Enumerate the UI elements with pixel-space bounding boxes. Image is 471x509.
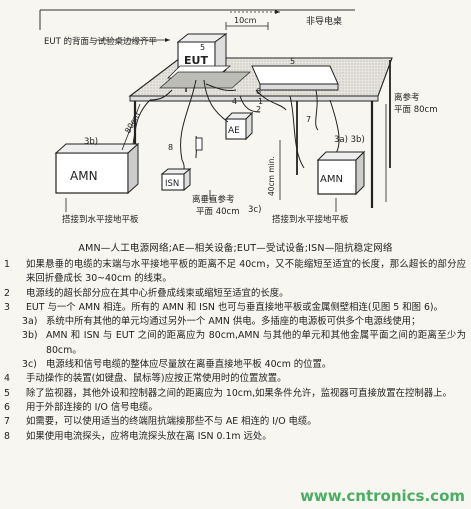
ground-bond-left-label: 搭接到水平接地平板: [62, 214, 139, 225]
callout-5a: 5: [200, 43, 205, 52]
callout-6: 6: [256, 87, 261, 96]
isn-box: [160, 167, 192, 192]
amn-right-box: [316, 150, 366, 196]
amn-left-label: AMN: [70, 169, 98, 183]
eut-rear-label: EUT 的背面与试验桌边缘齐平: [44, 36, 157, 47]
amn-right-label: AMN: [320, 174, 343, 185]
note-item: 4 手动操作的装置(如键盘、鼠标等)应按正常使用时的位置放置。: [4, 372, 466, 386]
arrow-heads: [165, 10, 280, 42]
note-number: 2: [4, 287, 10, 299]
note-text: 如果悬垂的电缆的末端与水平接地平板的距离不足 40cm，又不能缩短至适宜的长度，…: [26, 259, 466, 285]
note-text: 手动操作的装置(如键盘、鼠标等)应按正常使用时的位置放置。: [26, 373, 287, 385]
callout-4: 4: [232, 97, 237, 106]
note-number: 5: [4, 387, 10, 399]
note-text: EUT 与一个 AMN 相连。所有的 AMN 和 ISN 也可与垂直接地平板或金…: [26, 301, 443, 313]
note-item: 3 EUT 与一个 AMN 相连。所有的 AMN 和 ISN 也可与垂直接地平板或…: [4, 301, 466, 315]
callout-7: 7: [306, 115, 311, 124]
note-number: 7: [4, 416, 10, 428]
notes-list: 1 如果悬垂的电缆的末端与水平接地平板的距离不足 40cm，又不能缩短至适宜的长度…: [4, 258, 466, 444]
note-3b-marker: 3b): [84, 137, 98, 147]
eut-label: EUT: [184, 54, 208, 67]
note-text: 除了监视器，其他外设和控制器之间的距离应为 10cm,如果条件允许，监视器可直接…: [26, 387, 452, 399]
watermark: www.cntronics.com: [300, 487, 465, 505]
callout-5b: 5: [290, 57, 295, 66]
note-item: 7 如需要，可以使用适当的终端阻抗端接那些不与 AE 相连的 I/O 电缆。: [4, 415, 466, 429]
note-subitem: 3b) AMN 和 ISN 与 EUT 之间的距离应为 80cm,AMN 与其他的…: [4, 329, 466, 358]
note-number: 4: [4, 373, 10, 385]
note-item: 8 如果使用电流探头，应将电流探头放在离 ISN 0.1m 远处。: [4, 430, 466, 444]
note-item: 2 电源线的超长部分应在其中心折叠成线束或缩短至适宜的长度。: [4, 287, 466, 301]
dimension-lines: [65, 11, 387, 212]
note-number: 3c): [22, 359, 37, 371]
note-text: 电源线的超长部分应在其中心折叠成线束或缩短至适宜的长度。: [26, 287, 289, 299]
callout-8: 8: [168, 143, 173, 152]
isn-label: ISN: [165, 179, 179, 189]
note-text: 系统中所有其他的单元均通过另外一个 AMN 供电。多插座的电源板可供多个电源线使…: [46, 316, 421, 328]
note-text: 用于外部连接的 I/O 信号电缆。: [26, 401, 158, 413]
vert-ref-label-1: 离垂直参考: [192, 194, 235, 205]
note-text: 如果使用电流探头，应将电流探头放在离 ISN 0.1m 远处。: [26, 430, 272, 442]
note-subitem: 3c) 电源线和信号电缆的整体应尽量放在离垂直接地平板 40cm 的位置。: [4, 358, 466, 372]
test-setup-diagram: EUT 的背面与试验桌边缘齐平 非导电桌 10cm EUT AE AMN AMN…: [39, 9, 437, 225]
note-3c-marker: 3c): [248, 205, 261, 215]
callout-2: 2: [256, 105, 261, 114]
note-text: 如需要，可以使用适当的终端阻抗端接那些不与 AE 相连的 I/O 电缆。: [26, 416, 317, 428]
note-item: 6 用于外部连接的 I/O 信号电缆。: [4, 401, 466, 415]
spacing-10cm-label: 10cm: [234, 16, 257, 25]
note-item: 5 除了监视器，其他外设和控制器之间的距离应为 10cm,如果条件允许，监视器可直…: [4, 387, 466, 401]
note-item: 1 如果悬垂的电缆的末端与水平接地平板的距离不足 40cm，又不能缩短至适宜的长度…: [4, 258, 466, 287]
keyboard-device: [158, 71, 252, 89]
note-number: 6: [4, 401, 10, 413]
callout-1: 1: [258, 97, 263, 106]
height-ref-label-1: 离参考: [394, 92, 420, 103]
current-probe: [195, 137, 203, 151]
ground-bond-right-label: 搭接到水平接地平板: [272, 214, 349, 225]
vertical-ground-plane: [39, 9, 355, 30]
note-number: 3: [4, 301, 10, 313]
note-text: AMN 和 ISN 与 EUT 之间的距离应为 80cm,AMN 与其他的单元和…: [46, 330, 466, 356]
peripheral-device: [251, 65, 339, 91]
note-number: 8: [4, 430, 10, 442]
amn-left-box: [54, 142, 140, 195]
note-3a3b-marker: 3a) 3b): [334, 135, 365, 145]
note-text: 电源线和信号电缆的整体应尽量放在离垂直接地平板 40cm 的位置。: [46, 359, 332, 371]
ae-label: AE: [228, 126, 240, 136]
note-number: 3b): [22, 330, 38, 342]
note-subitem: 3a) 系统中所有其他的单元均通过另外一个 AMN 供电。多插座的电源板可供多个电…: [4, 315, 466, 329]
note-number: 1: [4, 259, 10, 270]
vert-ref-label-2: 平面 40cm: [196, 207, 239, 217]
ae-box: [224, 111, 254, 141]
distance-80cm-label: 80cm: [123, 111, 142, 135]
distance-40cm-min-label: 40cm min.: [267, 156, 276, 196]
note-number: 3a): [22, 316, 38, 328]
nonconductive-table-label: 非导电桌: [306, 15, 342, 27]
height-ref-label-2: 平面 80cm: [394, 105, 437, 115]
figure-legend: AMN—人工电源网络;AE—相关设备;EUT—受试设备;ISN—阻抗稳定网络: [78, 243, 393, 254]
